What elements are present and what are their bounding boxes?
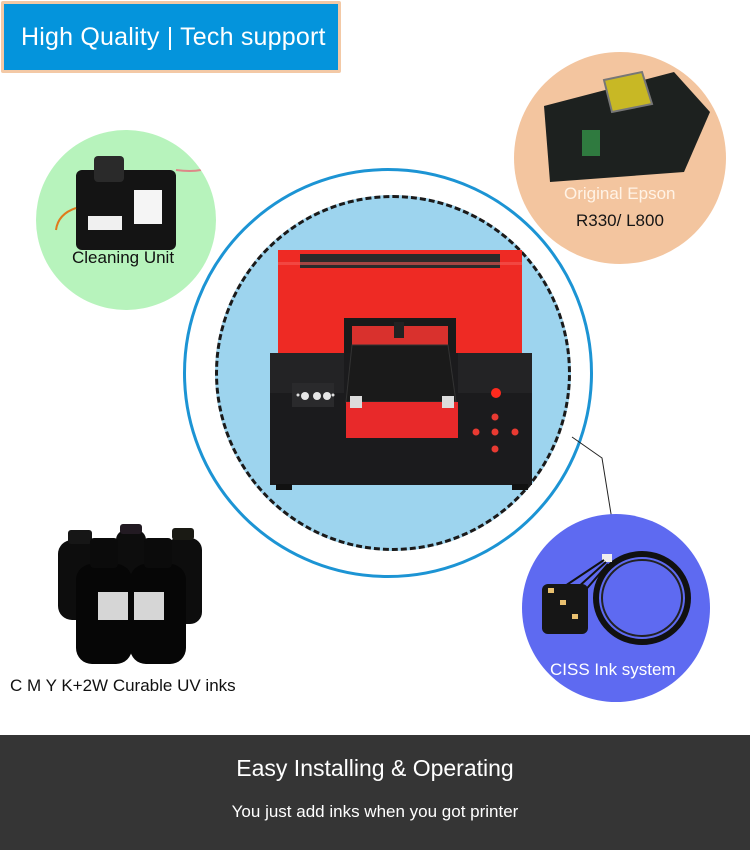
quality-badge: High Quality | Tech support [1, 1, 341, 73]
ciss-circle [522, 514, 710, 702]
uv-inks-label: C M Y K+2W Curable UV inks [10, 676, 236, 695]
footer-banner: Easy Installing & Operating You just add… [0, 735, 750, 850]
printhead-label-line1: Original Epson [564, 184, 676, 203]
cleaning-unit-image [55, 156, 202, 250]
printhead-circle [514, 52, 726, 264]
ciss-image [542, 551, 691, 645]
cleaning-unit-label: Cleaning Unit [72, 248, 175, 267]
printhead-image [544, 70, 710, 182]
ciss-label: CISS Ink system [550, 660, 676, 679]
footer-subtitle: You just add inks when you got printer [231, 802, 519, 821]
cleaning-unit-circle [36, 130, 216, 310]
footer-title: Easy Installing & Operating [236, 755, 514, 781]
ciss-pointer-line [571, 436, 613, 521]
badge-text: High Quality | Tech support [21, 22, 326, 51]
printhead-label-line2: R330/ L800 [576, 211, 664, 230]
